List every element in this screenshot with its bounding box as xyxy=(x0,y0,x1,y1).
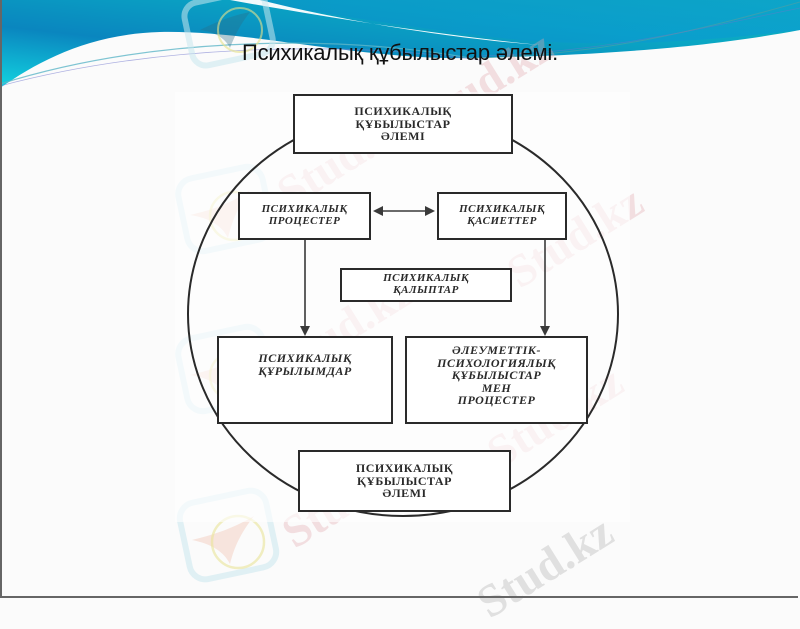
node-label-line: ПСИХИКАЛЫҚ xyxy=(261,203,348,216)
node-psychic-structures: ПСИХИКАЛЫҚ ҚҰРЫЛЫМДАР xyxy=(217,336,393,424)
node-label-line: ҚҰБЫЛЫСТАР xyxy=(357,473,452,488)
node-label-line: ӘЛЕМІ xyxy=(382,486,427,501)
node-label-line: ӘЛЕМІ xyxy=(380,129,426,144)
node-label-line: ӘЛЕУМЕТТІК- xyxy=(452,343,541,357)
node-psychic-states: ПСИХИКАЛЫҚ ҚАЛЫПТАР xyxy=(340,268,512,302)
node-label-line: ҚҰРЫЛЫМДАР xyxy=(258,363,352,378)
node-label-line: ПРОЦЕСТЕР xyxy=(457,393,536,408)
node-label-line: ПСИХОЛОГИЯЛЫҚ xyxy=(437,355,556,370)
node-label-line: ПСИХИКАЛЫҚ xyxy=(354,104,452,119)
diagram: ПСИХИКАЛЫҚ ҚҰБЫЛЫСТАР ӘЛЕМІ ПСИХИКАЛЫҚ П… xyxy=(175,92,630,522)
slide-title: Психикалық құбылыстар әлемі. xyxy=(241,40,559,65)
node-label-line: ПСИХИКАЛЫҚ xyxy=(383,272,469,285)
node-label-line: ПСИХИКАЛЫҚ xyxy=(355,461,454,476)
node-psychic-processes: ПСИХИКАЛЫҚ ПРОЦЕСТЕР xyxy=(238,192,371,240)
node-label-line: ҚҰБЫЛЫСТАР xyxy=(355,116,451,131)
node-psychic-properties: ПСИХИКАЛЫҚ ҚАСИЕТТЕР xyxy=(437,192,567,240)
node-label-line: МЕН xyxy=(481,380,512,395)
node-label-line: ПРОЦЕСТЕР xyxy=(268,215,341,227)
node-label-line: ҚАСИЕТТЕР xyxy=(467,215,537,227)
node-label-line: ҚҰБЫЛЫСТАР xyxy=(451,368,542,383)
node-label-line: ПСИХИКАЛЫҚ xyxy=(258,351,352,365)
node-social-psychological-phenomena: ӘЛЕУМЕТТІК- ПСИХОЛОГИЯЛЫҚ ҚҰБЫЛЫСТАР МЕН… xyxy=(405,336,588,424)
node-label-line: ҚАЛЫПТАР xyxy=(393,284,459,296)
node-top-psychic-phenomena-world: ПСИХИКАЛЫҚ ҚҰБЫЛЫСТАР ӘЛЕМІ xyxy=(293,94,513,154)
node-label-line: ПСИХИКАЛЫҚ xyxy=(459,203,545,216)
node-bottom-psychic-phenomena-world: ПСИХИКАЛЫҚ ҚҰБЫЛЫСТАР ӘЛЕМІ xyxy=(298,450,511,512)
watermark-text: Stud.kz xyxy=(467,505,622,628)
